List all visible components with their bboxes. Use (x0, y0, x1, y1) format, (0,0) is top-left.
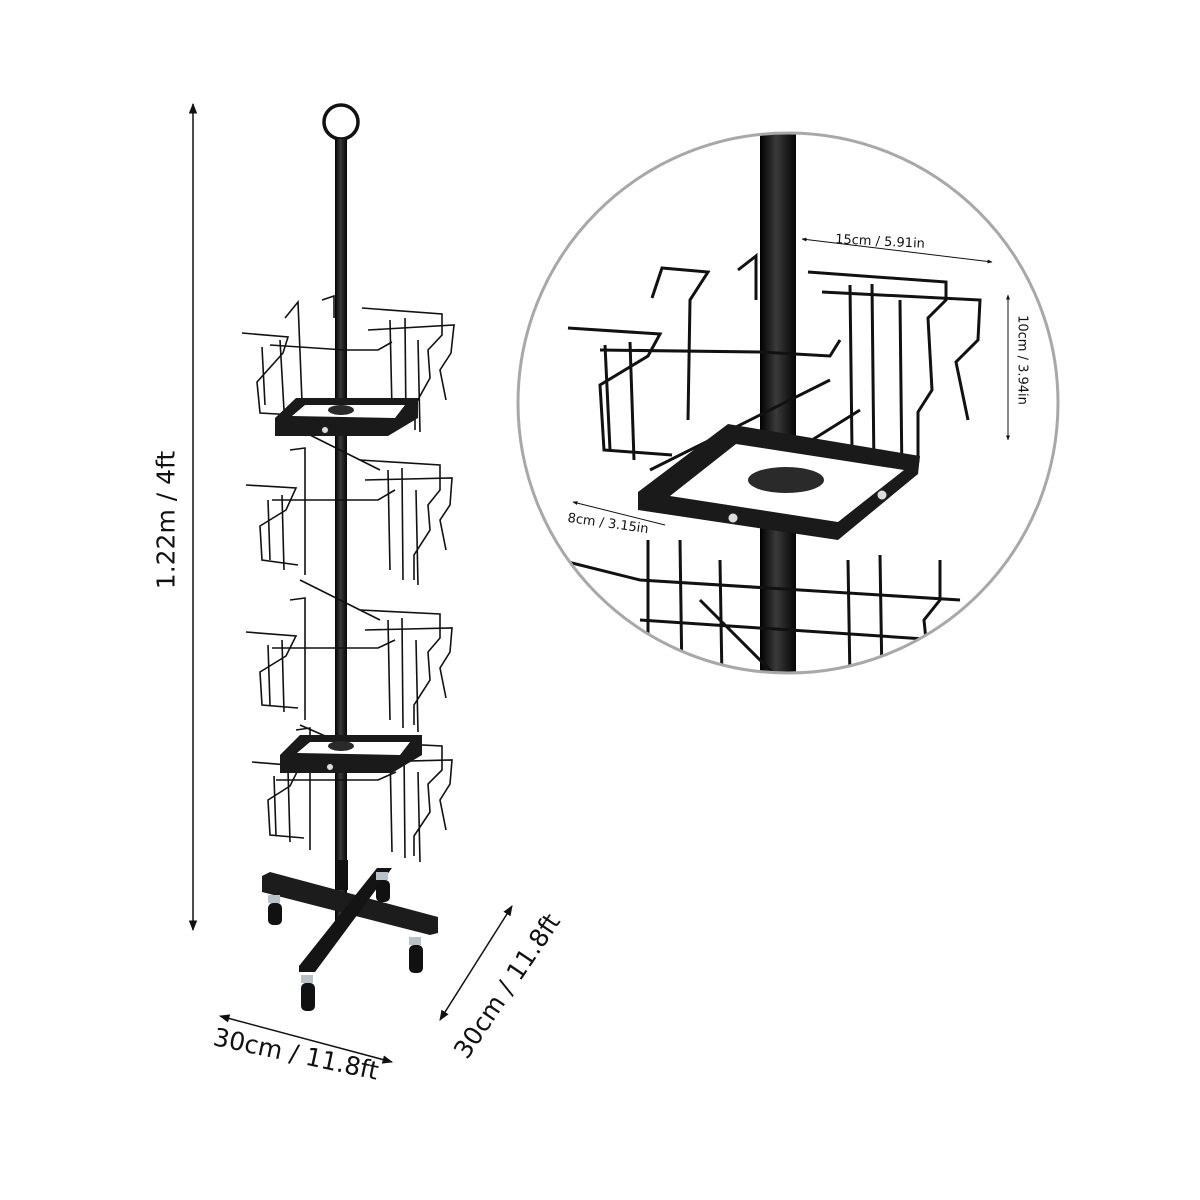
cross-base (262, 860, 438, 972)
caster-wheel (409, 937, 423, 973)
detail-pole (760, 133, 796, 673)
caster-wheel (301, 975, 315, 1011)
caster-wheel (376, 872, 390, 902)
detail-circle-outline (516, 131, 1060, 675)
height-label: 1.22m / 4ft (151, 450, 181, 590)
hanging-ring (322, 103, 360, 141)
pocket-height-label: 10cm / 3.94in (1014, 315, 1030, 405)
lower-bracket (280, 735, 422, 773)
wire-pockets (241, 294, 455, 863)
detail-screw (876, 489, 888, 501)
detail-zoom-view (516, 131, 1060, 675)
depth-dimension-arrow (439, 905, 513, 1021)
detail-bracket (638, 424, 920, 540)
center-pole (335, 139, 347, 924)
detail-wire-pockets (559, 252, 982, 673)
pocket-width-arrow (801, 237, 993, 264)
width-dimension-arrow (218, 1014, 394, 1064)
detail-screw (727, 512, 739, 524)
upper-bracket (275, 398, 418, 436)
pocket-depth-arrow (572, 501, 666, 526)
bracket-screw (326, 763, 334, 771)
caster-wheel (268, 895, 282, 925)
main-rack-illustration (241, 103, 455, 1011)
casters (268, 872, 423, 1011)
bracket-screw (321, 426, 329, 434)
